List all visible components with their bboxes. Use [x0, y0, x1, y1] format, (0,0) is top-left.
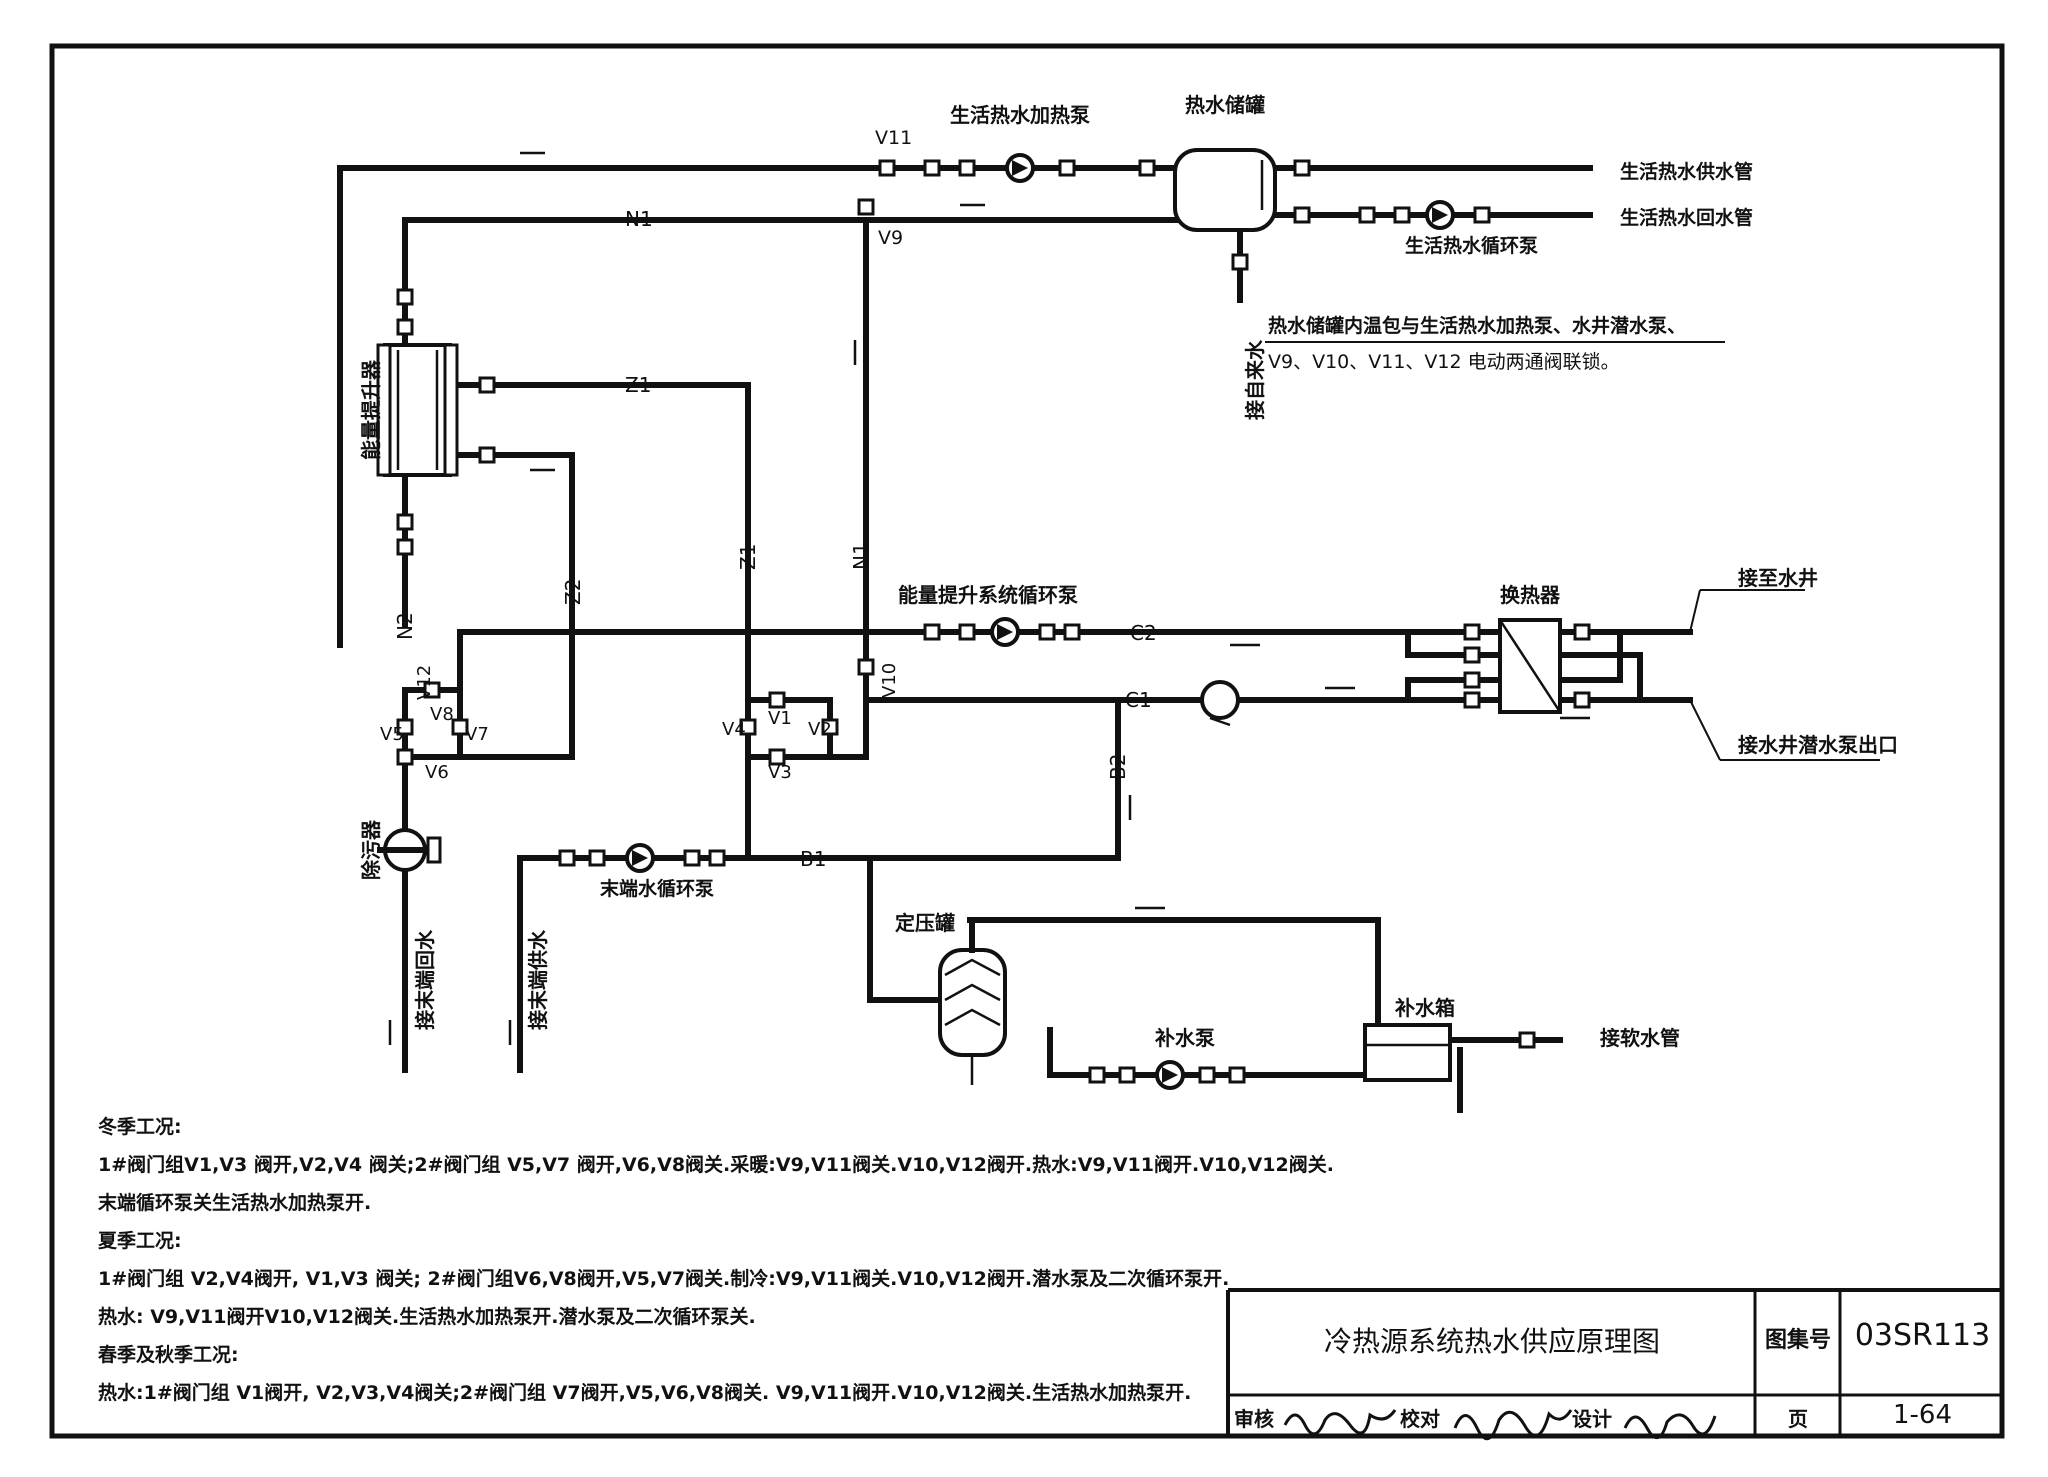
makeup-pump-label: 补水泵	[1154, 1026, 1215, 1050]
makeup-tank	[1363, 1023, 1452, 1082]
pipe-label-n1-vertical: N1	[849, 542, 873, 570]
spring-title: 春季及秋季工况:	[98, 1344, 239, 1366]
valve-labels: V11 V9 V12 V10 V5 V6 V7 V8 V1 V2 V3 V4	[380, 127, 912, 783]
booster-circ-pump-icon	[990, 617, 1020, 647]
page-label: 页	[1788, 1407, 1808, 1431]
energy-booster-label: 能量提升器	[359, 359, 383, 460]
booster-circ-pump-label: 能量提升系统循环泵	[898, 583, 1078, 607]
summer-title: 夏季工况:	[98, 1230, 182, 1252]
valve-label-v6: V6	[425, 762, 449, 783]
city-water-label: 接自来水	[1243, 339, 1267, 420]
valve-label-v3: V3	[768, 762, 792, 783]
makeup-pump-icon	[1155, 1060, 1185, 1090]
end-return-label: 接末端回水	[413, 929, 437, 1030]
leader-lines	[1265, 341, 1880, 761]
domestic-circ-pump-icon	[1425, 200, 1455, 230]
drawing-frame	[49, 43, 2005, 1439]
to-well-label: 接至水井	[1738, 566, 1818, 590]
domestic-supply-pipe-label: 生活热水供水管	[1620, 160, 1753, 183]
makeup-tank-label: 补水箱	[1394, 996, 1455, 1020]
pipe-label-n2: N2	[393, 612, 417, 640]
winter-line-1: 1#阀门组V1,V3 阀开,V2,V4 阀关;2#阀门组 V5,V7 阀开,V6…	[98, 1154, 1334, 1176]
valve-label-v8: V8	[430, 704, 454, 725]
page-number: 1-64	[1892, 1400, 1952, 1430]
winter-title: 冬季工况:	[98, 1116, 182, 1138]
domestic-heating-pump-label: 生活热水加热泵	[950, 103, 1090, 127]
pipe-label-b2: B2	[1106, 754, 1130, 780]
valve-label-v10: V10	[879, 663, 900, 698]
atlas-label: 图集号	[1764, 1328, 1831, 1353]
pipe-labels: N1 N1 N2 Z1 Z1 Z2 C2 C1 B1 B2	[393, 207, 1157, 871]
summer-line-2: 热水: V9,V11阀开V10,V12阀关.生活热水加热泵开.潜水泵及二次循环泵…	[98, 1306, 756, 1328]
valve-label-v11: V11	[875, 127, 912, 149]
domestic-circ-pump-label: 生活热水循环泵	[1405, 234, 1538, 257]
check-label: 校对	[1400, 1407, 1440, 1431]
heat-exchanger	[1498, 618, 1562, 714]
spring-line-1: 热水:1#阀门组 V1阀开, V2,V3,V4阀关;2#阀门组 V7阀开,V5,…	[98, 1382, 1192, 1404]
valve-label-v9: V9	[878, 227, 903, 249]
end-circ-pump-label: 末端水循环泵	[600, 877, 714, 900]
hot-water-tank-label: 热水储罐	[1185, 93, 1265, 117]
valve-label-v5: V5	[380, 724, 404, 745]
hot-water-tank	[1173, 148, 1277, 232]
strainer-icon	[377, 828, 442, 872]
domestic-return-pipe-label: 生活热水回水管	[1620, 206, 1753, 229]
strainer-label: 除污器	[359, 819, 383, 880]
pressure-tank	[938, 917, 1007, 1085]
winter-line-2: 末端循环泵关生活热水加热泵开.	[98, 1192, 372, 1214]
pressure-tank-label: 定压罐	[895, 911, 955, 935]
flow-arrows	[388, 151, 1590, 1045]
review-label: 审核	[1234, 1407, 1274, 1431]
design-label: 设计	[1572, 1407, 1612, 1431]
atlas-number: 03SR113	[1854, 1318, 1991, 1353]
pipe-label-b1: B1	[800, 847, 826, 871]
pipe-label-c1: C1	[1125, 688, 1152, 712]
summer-line-1: 1#阀门组 V2,V4阀开, V1,V3 阀关; 2#阀门组V6,V8阀开,V5…	[98, 1268, 1230, 1290]
pipe-label-z1-vertical: Z1	[736, 544, 760, 570]
energy-booster	[376, 343, 459, 477]
title-block-grid	[1226, 1288, 2002, 1436]
pipe-label-c2: C2	[1130, 621, 1157, 645]
valve-label-v12: V12	[414, 665, 435, 700]
domestic-heating-pump-icon	[1005, 153, 1035, 183]
pipe-label-z2: Z2	[561, 579, 585, 605]
valve-label-v4: V4	[722, 719, 746, 740]
interlock-note-line1: 热水储罐内温包与生活热水加热泵、水井潜水泵、	[1268, 314, 1686, 337]
soft-water-pipe-label: 接软水管	[1600, 1026, 1680, 1050]
end-supply-label: 接末端供水	[526, 929, 550, 1030]
operating-notes: 冬季工况: 1#阀门组V1,V3 阀开,V2,V4 阀关;2#阀门组 V5,V7…	[98, 1108, 1334, 1412]
end-circ-pump-icon	[625, 843, 655, 873]
interlock-note-line2: V9、V10、V11、V12 电动两通阀联锁。	[1268, 351, 1620, 373]
pipe-label-z1: Z1	[625, 373, 651, 397]
valve-markers	[396, 159, 1591, 1084]
well-pump-icon	[1200, 680, 1240, 727]
valve-label-v2: V2	[808, 719, 832, 740]
drawing-title: 冷热源系统热水供应原理图	[1323, 1325, 1660, 1358]
valve-label-v7: V7	[465, 724, 489, 745]
well-pump-outlet-label: 接水井潜水泵出口	[1738, 733, 1898, 757]
pipe-label-n1: N1	[625, 207, 653, 231]
valve-label-v1: V1	[768, 708, 792, 729]
heat-exchanger-label: 换热器	[1500, 583, 1561, 607]
